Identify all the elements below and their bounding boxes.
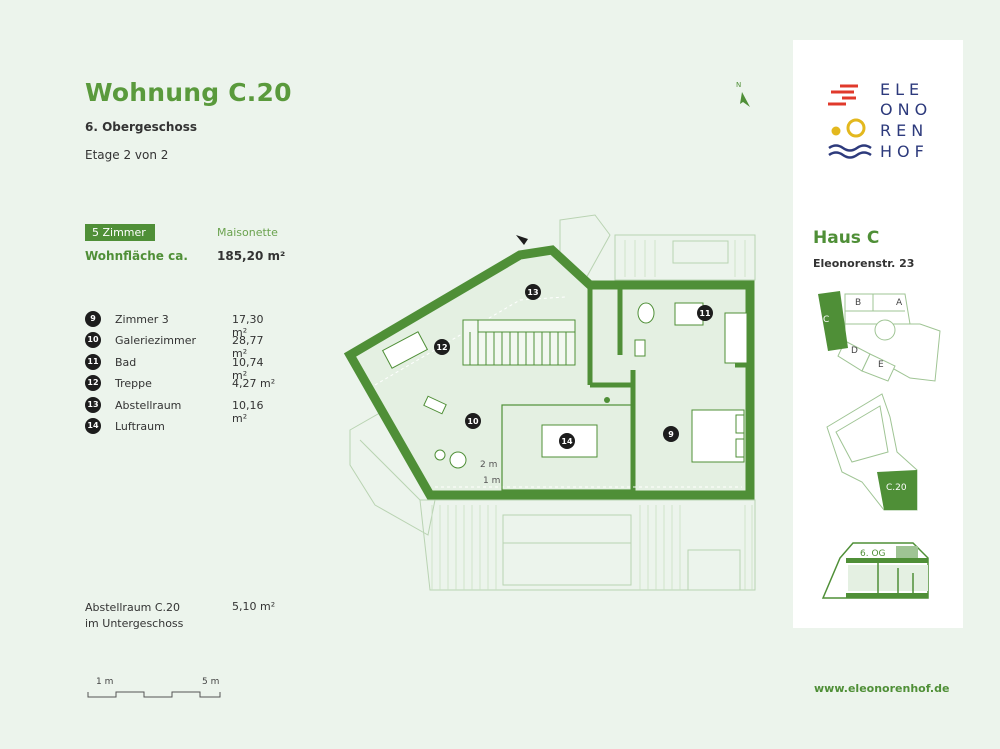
logo-text-line: ELE bbox=[880, 80, 924, 99]
site-label: C bbox=[823, 315, 829, 325]
room-marker bbox=[697, 305, 713, 321]
room-area: 28,77 m² bbox=[232, 334, 264, 360]
room-marker bbox=[465, 413, 481, 429]
room-name: Treppe bbox=[115, 377, 152, 390]
website-link[interactable]: www.eleonorenhof.de bbox=[814, 682, 950, 695]
street-address: Eleonorenstr. 23 bbox=[813, 257, 915, 270]
house-name: Haus C bbox=[813, 228, 880, 248]
room-marker bbox=[525, 284, 541, 300]
brand-logo: ELE ONO REN HOF bbox=[828, 80, 932, 161]
area-value: 185,20 m² bbox=[217, 249, 286, 263]
room-row: 14 Luftraum bbox=[85, 418, 280, 436]
floor-label: 6. Obergeschoss bbox=[85, 120, 197, 134]
room-marker-label: 11 bbox=[699, 309, 711, 318]
logo-text-line: REN bbox=[880, 121, 928, 140]
room-area: 17,30 m² bbox=[232, 313, 264, 339]
plan-hatching bbox=[431, 240, 753, 590]
room-marker-label: 12 bbox=[436, 343, 447, 352]
logo-text-line: ONO bbox=[880, 100, 932, 119]
room-name: Galeriezimmer bbox=[115, 334, 196, 347]
room-marker bbox=[663, 426, 679, 442]
compass-label: N bbox=[736, 81, 741, 89]
section-plan: 6. OG bbox=[821, 542, 929, 599]
storage-label: Abstellraum C.20 im Untergeschoss bbox=[85, 600, 183, 632]
scale-bar bbox=[87, 691, 221, 698]
site-label: D bbox=[851, 346, 858, 356]
scale-label-large: 5 m bbox=[202, 677, 220, 687]
room-marker bbox=[559, 433, 575, 449]
room-area: 4,27 m² bbox=[232, 377, 276, 390]
room-number-badge: 12 bbox=[85, 375, 101, 391]
room-row: 11 Bad 10,74 m² bbox=[85, 354, 280, 382]
outer-wall bbox=[343, 245, 755, 500]
room-row: 12 Treppe 4,27 m² bbox=[85, 375, 280, 393]
level-label: Etage 2 von 2 bbox=[85, 148, 169, 162]
dim-label-1m: 1 m bbox=[483, 476, 500, 486]
area-label: Wohnfläche ca. bbox=[85, 249, 188, 263]
section-label: 6. OG bbox=[860, 549, 886, 559]
luftraum-outline bbox=[501, 404, 633, 491]
floor-plan: 2 m 1 m 13 12 11 10 14 9 bbox=[343, 214, 756, 591]
storage-area: 5,10 m² bbox=[232, 600, 276, 613]
room-marker-label: 10 bbox=[467, 417, 479, 426]
site-label: A bbox=[896, 298, 903, 308]
room-name: Zimmer 3 bbox=[115, 313, 169, 326]
site-label: B bbox=[855, 298, 861, 308]
storage-line-1: Abstellraum C.20 bbox=[85, 601, 181, 614]
logo-mark-icon bbox=[828, 84, 872, 159]
site-plan: A B C D E bbox=[818, 291, 941, 382]
room-marker-label: 9 bbox=[668, 430, 674, 439]
room-number-badge: 10 bbox=[85, 332, 101, 348]
room-name: Bad bbox=[115, 356, 137, 369]
room-name: Abstellraum bbox=[115, 399, 182, 412]
rooms-badge: 5 Zimmer bbox=[85, 224, 155, 241]
unit-highlight bbox=[877, 470, 917, 510]
room-area: 10,16 m² bbox=[232, 399, 264, 425]
room-marker-label: 14 bbox=[561, 437, 573, 446]
north-arrow-icon bbox=[740, 92, 750, 107]
unit-label: C.20 bbox=[886, 483, 907, 493]
dim-label-2m: 2 m bbox=[480, 460, 497, 470]
room-row: 13 Abstellraum 10,16 m² bbox=[85, 397, 280, 425]
house-c-highlight bbox=[818, 291, 848, 351]
room-number-badge: 13 bbox=[85, 397, 101, 413]
room-marker-label: 13 bbox=[527, 288, 538, 297]
unit-keyplan: C.20 bbox=[826, 393, 918, 511]
room-area: 10,74 m² bbox=[232, 356, 264, 382]
room-row: 9 Zimmer 3 17,30 m² bbox=[85, 311, 280, 339]
room-number-badge: 9 bbox=[85, 311, 101, 327]
room-number-badge: 14 bbox=[85, 418, 101, 434]
room-row: 10 Galeriezimmer 28,77 m² bbox=[85, 332, 280, 360]
room-marker bbox=[434, 339, 450, 355]
storage-line-2: im Untergeschoss bbox=[85, 617, 184, 630]
room-name: Luftraum bbox=[115, 420, 165, 433]
interior-walls bbox=[587, 285, 750, 495]
furniture bbox=[381, 331, 467, 469]
scale-label-small: 1 m bbox=[96, 677, 114, 687]
bed bbox=[691, 409, 745, 463]
logo-text-line: HOF bbox=[880, 142, 929, 161]
stairs bbox=[462, 319, 576, 366]
entry-arrow-icon bbox=[516, 235, 528, 245]
site-label: E bbox=[878, 360, 884, 370]
compass: N bbox=[736, 81, 750, 107]
room-number-badge: 11 bbox=[85, 354, 101, 370]
apartment-type: Maisonette bbox=[217, 226, 278, 239]
page-title: Wohnung C.20 bbox=[85, 78, 292, 107]
